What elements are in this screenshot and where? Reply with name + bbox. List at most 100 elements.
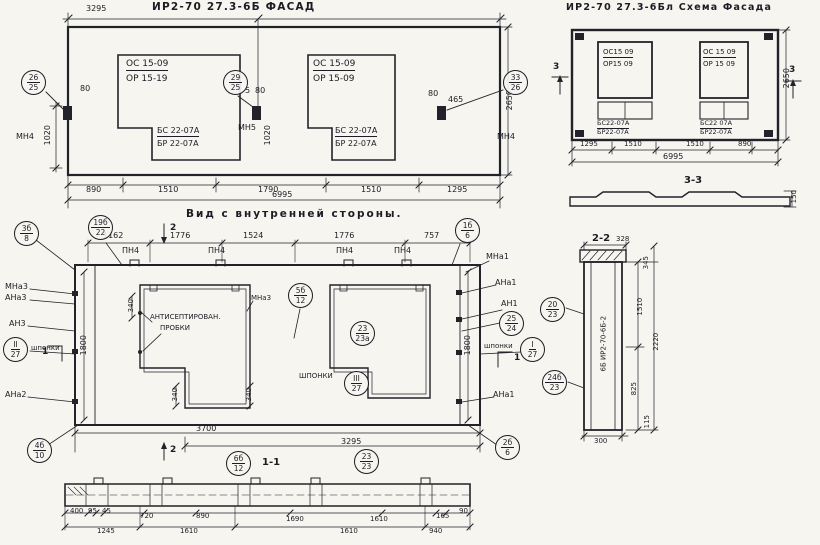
callout-II-27: II 27 (3, 337, 28, 362)
callout-5b-12: 5б 12 (288, 283, 313, 308)
callout-bottom-value: 23а (355, 334, 370, 343)
anchor-mn4-left (63, 106, 72, 120)
callout-bottom-value: 6 (465, 231, 470, 240)
dim-1610-row2b: 1610 (340, 527, 358, 535)
dim-1020-left: 1020 (42, 125, 52, 146)
scheme-window2-bs: БС22 07А (700, 119, 733, 129)
callout-top-value: 2б (500, 437, 515, 448)
callout-bottom-value: 23 (547, 310, 558, 319)
plug-dot (138, 311, 142, 315)
dim-1295-scheme: 1295 (580, 140, 598, 148)
callout-top-value: 24б (545, 372, 564, 383)
facade-window2-mark-or: ОР 15-09 (313, 74, 355, 84)
dim-6995-facade: 6995 (272, 190, 293, 199)
section-3-3-label: 3-3 (684, 175, 703, 186)
pn4-label-3: ПН4 (336, 246, 354, 255)
inner-window-2 (329, 284, 431, 399)
dim-1020-mid: 1020 (262, 125, 272, 146)
callout-top-value: 26 (26, 72, 41, 83)
callout-25-24: 25 24 (499, 311, 524, 336)
dim-150-strip: 150 (790, 189, 799, 204)
callout-3b-8: 3б 8 (14, 221, 39, 246)
pn4-anchor-marks (129, 259, 412, 267)
inner-window-1 (139, 284, 251, 409)
label-ana3: АНа3 (5, 293, 27, 302)
callout-20-23: 20 23 (540, 297, 565, 322)
callout-24b-23: 24б 23 (542, 370, 567, 395)
dim-3700: 3700 (196, 424, 217, 433)
callout-top-value: II (11, 339, 20, 350)
facade-window2-mark-br: БР 22-07А (335, 139, 377, 148)
dim-890-strip: 890 (196, 512, 210, 520)
dim-1790: 1790 (258, 185, 279, 194)
callout-1b-6: 1б 6 (455, 218, 480, 243)
dim-345: 345 (642, 255, 651, 270)
callout-29-25: 29 25 (223, 70, 248, 95)
dim-340-2: 340 (171, 387, 180, 402)
callout-bottom-value: 22 (95, 228, 106, 237)
dim-300: 300 (594, 437, 608, 445)
facade-window1-mark-or: ОР 15-19 (126, 74, 168, 84)
scheme-window1-os: ОС15 09 (603, 48, 634, 59)
anchor-mn5 (252, 106, 261, 120)
scheme-window-1 (597, 41, 653, 99)
scheme-title: ИР2-70 27.3-6Бл Схема Фасада (566, 2, 773, 13)
anchor-label-mn5: МН5 (238, 123, 257, 132)
dim-340-1: 340 (127, 298, 136, 313)
inner-view-title: Вид с внутренней стороны. (186, 208, 403, 220)
callout-bottom-value: 12 (233, 464, 244, 473)
section-2-label-bottom: 2 (170, 445, 177, 455)
section-1-1-label: 1-1 (262, 457, 281, 468)
callout-top-value: 29 (228, 72, 243, 83)
section-1-label-right: 1 (514, 353, 521, 363)
dim-1510-scheme-b: 1510 (686, 140, 704, 148)
label-an3: АН3 (9, 319, 26, 328)
dim-5-mid: 5 (245, 86, 251, 95)
inner-view-outline (27, 223, 522, 461)
callout-top-value: 5б (293, 285, 308, 296)
label-ana2: АНа2 (5, 390, 27, 399)
callout-top-value: 6б (231, 453, 246, 464)
label-mna3: МНа3 (5, 282, 28, 291)
pn4-label-1: ПН4 (122, 246, 140, 255)
label-mna1-top: МНа1 (486, 252, 509, 261)
callout-I-27: I 27 (520, 337, 545, 362)
dim-1776-b: 1776 (334, 231, 355, 240)
callout-26-25: 26 25 (21, 70, 46, 95)
dim-2220: 2220 (652, 332, 661, 351)
callout-bottom-value: 25 (230, 83, 241, 92)
label-ana1-bottom: АНа1 (493, 390, 515, 399)
label-ana1-top: АНа1 (495, 278, 517, 287)
dim-1610-row2a: 1610 (180, 527, 198, 535)
scheme-window2-br: БР22-07А (700, 128, 732, 136)
note-plugs: ПРОБКИ (160, 324, 191, 332)
callout-23-23: 23 23 (354, 449, 379, 474)
dim-340-3: 340 (245, 387, 254, 402)
label-shponki-mid: ШПОНКИ (299, 372, 333, 380)
dim-1524: 1524 (243, 231, 264, 240)
callout-top-value: 20 (545, 299, 560, 310)
callout-4b-10: 4б 10 (27, 438, 52, 463)
scheme-window1-br: БР22-07А (597, 128, 629, 136)
callout-bottom-value: 26 (510, 83, 521, 92)
scheme-window1-or: ОР15 09 (603, 60, 633, 68)
dim-1510-scheme: 1510 (624, 140, 642, 148)
dim-165: 165 (436, 512, 450, 520)
callout-top-value: 23 (359, 451, 374, 462)
dim-1800-left: 1800 (78, 335, 88, 356)
dim-940: 940 (429, 527, 443, 535)
label-mna3-mid: МНа3 (251, 294, 272, 302)
pn4-label-2: ПН4 (208, 246, 226, 255)
plug-dot (138, 350, 142, 354)
facade-title: ИР2-70 27.3-6Б ФАСАД (152, 1, 316, 13)
dim-115: 115 (643, 414, 652, 429)
section-3-3-profile (569, 191, 791, 207)
dim-1295: 1295 (447, 185, 468, 194)
callout-6b-12: 6б 12 (226, 451, 251, 476)
dim-80-left: 80 (80, 84, 91, 93)
dim-825: 825 (630, 381, 639, 396)
label-an1: АН1 (501, 299, 518, 308)
section-3-label-right: 3 (789, 65, 796, 75)
scheme-window1-bs: БС22-07А (597, 119, 630, 129)
callout-top-value: 25 (504, 313, 519, 324)
